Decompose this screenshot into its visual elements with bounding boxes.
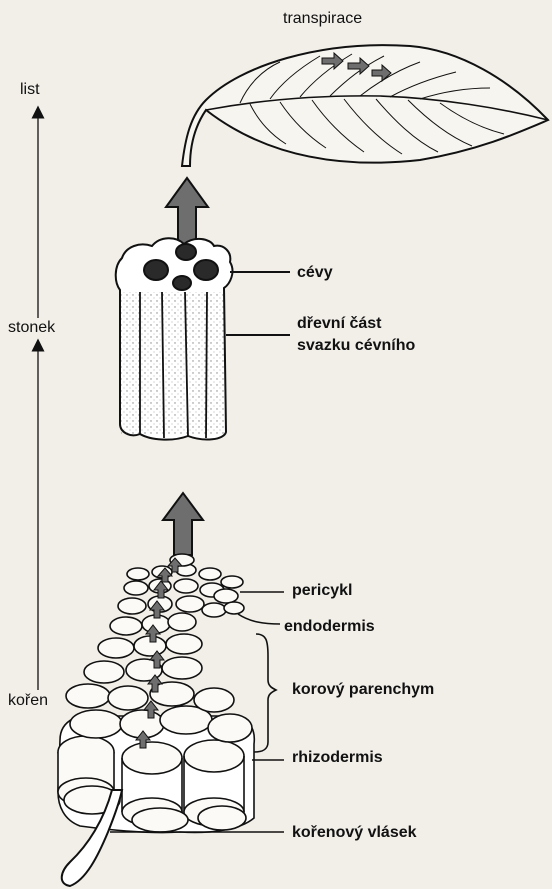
- label-stem: stonek: [8, 318, 55, 338]
- flow-arrow-lower: [163, 493, 203, 555]
- label-cortex: korový parenchym: [292, 680, 434, 700]
- label-rhizodermis: rhizodermis: [292, 748, 383, 768]
- label-vessels: cévy: [297, 263, 333, 283]
- label-leaf: list: [20, 80, 40, 100]
- label-pericycle: pericykl: [292, 581, 352, 601]
- label-root: kořen: [8, 691, 48, 711]
- root-section: [58, 554, 254, 833]
- leaf-illustration: [182, 45, 548, 166]
- label-endodermis: endodermis: [284, 617, 375, 637]
- label-transpiration: transpirace: [283, 9, 362, 29]
- stem-xylem-section: [116, 238, 290, 439]
- label-xylem-line1: dřevní část: [297, 314, 381, 334]
- label-xylem-line2: svazku cévního: [297, 336, 415, 356]
- label-root-hair: kořenový vlásek: [292, 823, 417, 843]
